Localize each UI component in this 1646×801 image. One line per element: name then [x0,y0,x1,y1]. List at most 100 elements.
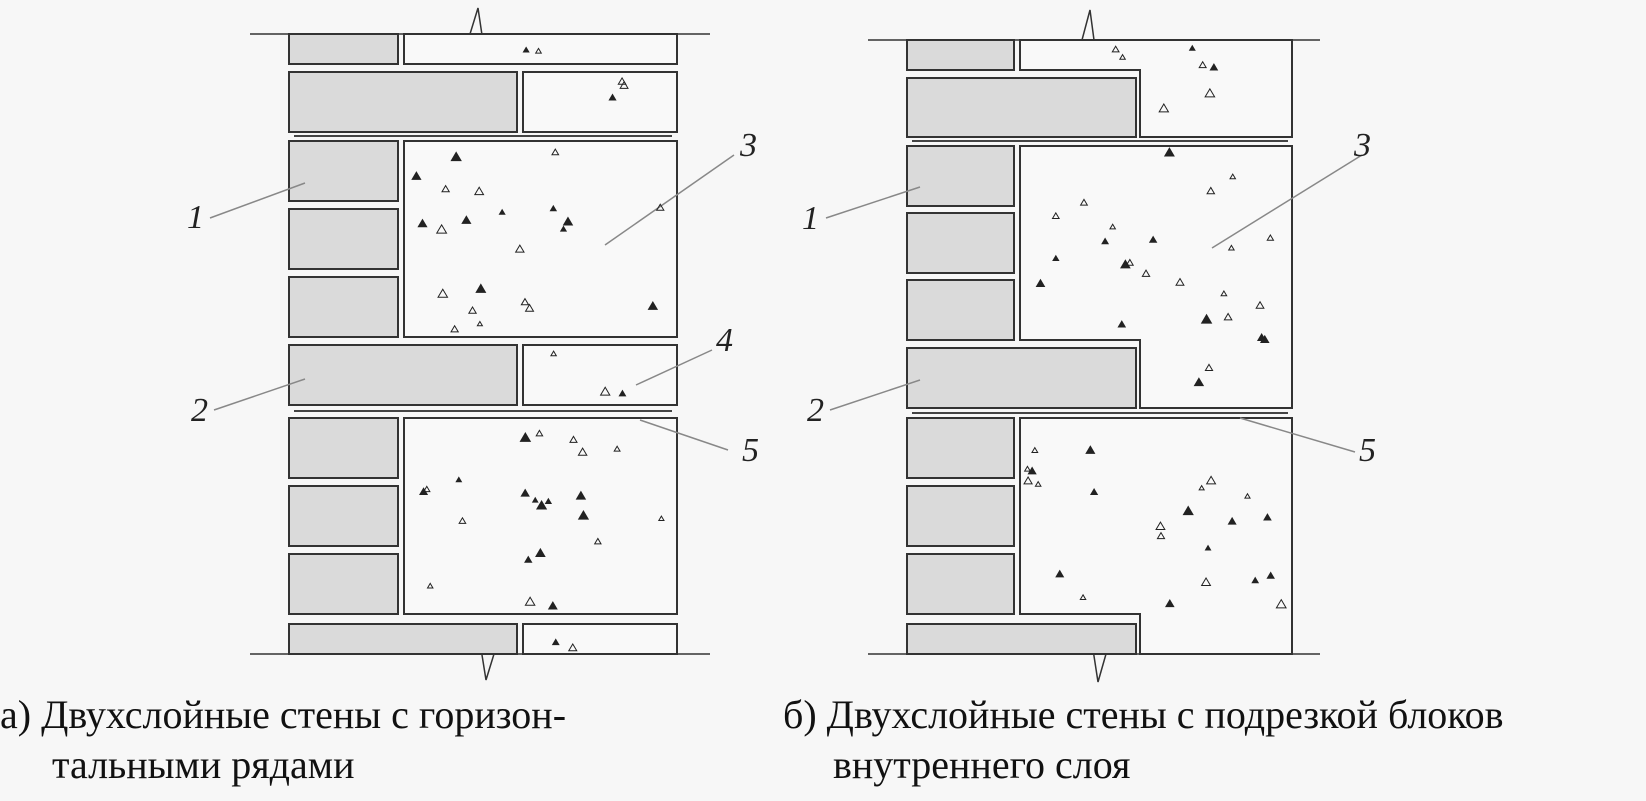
brick [906,145,1015,207]
aggregate-speck [1027,466,1037,475]
aggregate-speck [1089,487,1099,495]
aggregate-speck [519,431,532,442]
aggregate-speck [536,500,548,510]
aggregate-speck [550,350,558,357]
aggregate-speck [1023,465,1032,472]
brick-bonding-row [906,347,1137,409]
caption-b-marker: б) [783,692,817,737]
aggregate-speck [524,596,536,606]
callout-4: 4 [716,322,733,359]
aggregate-speck [1204,363,1214,371]
aggregate-speck [498,208,506,215]
aggregate-speckles [411,44,1287,652]
aggregate-speck [437,288,449,298]
aggregate-speck [608,93,617,101]
aggregate-speck [1223,312,1233,321]
aggregate-speck [1141,269,1151,277]
aggregate-speck [1023,475,1033,485]
aggregate-speck [547,601,558,610]
aggregate-speck [1204,544,1212,551]
aggregate-speck [1111,45,1120,53]
aggregate-speck [655,203,665,211]
aggregate-speck [657,515,665,521]
brick [906,279,1015,341]
aggregate-speck [450,151,462,162]
aggregate-speck [1156,531,1166,540]
aggregate-speck [577,447,588,456]
brick [906,417,1015,479]
brick [906,623,1137,655]
aggregate-speck [455,476,463,483]
brick [906,553,1015,615]
aggregate-speck [1182,505,1194,516]
block [403,140,678,338]
brick-layer [288,33,518,655]
aggregate-speck [544,497,553,505]
brick [288,33,399,65]
caption-a-line2: тальными рядами [52,742,355,787]
caption-b-line1: Двухслойные стены с подрезкой блоков [826,692,1504,737]
diagram-a: 1 2 3 4 5 [187,7,759,681]
aggregate-speck [1051,211,1060,219]
aggregate-speck [1175,277,1185,286]
aggregate-speck [613,445,621,452]
callout-2: 2 [807,392,824,429]
aggregate-speck [577,510,590,520]
aggregate-speck [531,496,539,503]
aggregate-speck [1188,44,1196,51]
aggregate-speck [1259,334,1270,344]
block-layer [1019,39,1293,655]
brick [906,485,1015,547]
brick [906,212,1015,274]
aggregate-speck [1204,87,1216,98]
brick [288,208,399,270]
aggregate-speck [569,435,578,443]
aggregate-speck [1244,492,1251,499]
brick [906,39,1015,71]
callout-3: 3 [739,127,757,164]
aggregate-speck [1164,598,1175,608]
diagram-b: 1 2 3 5 [802,9,1376,683]
aggregate-speck [435,223,448,234]
aggregate-speck [551,638,560,646]
aggregate-speck [1227,244,1236,251]
aggregate-speck [535,547,546,557]
caption-b-line2: внутреннего слоя [833,742,1131,787]
aggregate-speck [1109,223,1117,230]
aggregate-speck [1163,147,1175,157]
block [403,417,678,615]
aggregate-speck [1034,480,1042,487]
aggregate-speck [618,389,627,397]
aggregate-speck [520,297,530,306]
aggregate-speck [1079,198,1089,206]
block-notched [1019,39,1293,138]
brick [906,77,1137,138]
caption-b: б) Двухслойные стены с подрезкой блоков … [783,690,1504,790]
block [522,623,678,655]
aggregate-speck [1251,576,1260,584]
aggregate-speck [441,184,451,193]
aggregate-speck [1055,569,1065,578]
brick-layer [906,39,1137,655]
caption-a-marker: а) [0,692,32,737]
aggregate-speck [514,244,525,253]
brick [288,485,399,547]
aggregate-speck [1200,576,1212,586]
aggregate-speck [1266,234,1275,241]
callout-1: 1 [187,199,204,236]
brick [288,417,399,479]
aggregate-speck [1209,63,1219,71]
aggregate-speck [1193,377,1205,387]
mesh-reinforcement [294,135,672,412]
aggregate-speck [549,204,558,212]
callout-3: 3 [1353,127,1371,164]
block-notched [1019,145,1293,409]
brick [288,71,518,133]
aggregate-speck [1220,289,1228,297]
aggregate-speck [458,516,467,524]
aggregate-speck [647,300,659,310]
block [403,33,678,65]
aggregate-speck [593,537,602,545]
aggregate-speck [562,216,574,226]
